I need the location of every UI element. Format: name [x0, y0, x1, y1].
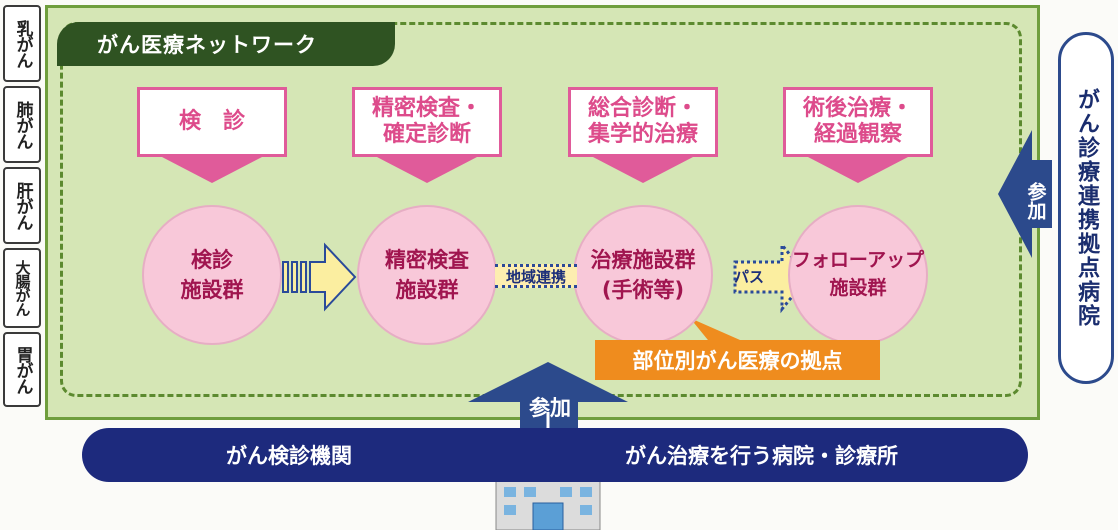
cancer-tab-liver: 肝がん	[3, 167, 41, 244]
circle-screening-facilities: 検診 施設群	[142, 205, 282, 345]
side-hospital-label: がん診療連携拠点病院	[1058, 32, 1114, 384]
callout-label: 部位別がん医療の拠点	[595, 340, 880, 380]
join-arrow-left-icon	[998, 130, 1052, 258]
cancer-tab-stomach: 胃がん	[3, 332, 41, 407]
join-arrow-up-icon	[468, 362, 628, 430]
circle-followup-facilities: フォローアップ 施設群	[788, 205, 928, 345]
step-box-followup: 術後治療・ 経過観察	[783, 87, 933, 157]
cancer-tab-colorectal: 大腸がん	[3, 248, 41, 328]
block-arrow-icon	[282, 242, 357, 312]
bottom-join-label: 参加	[529, 396, 571, 420]
treating-hospital-label: がん治療を行う病院・診療所	[625, 444, 898, 468]
circle-treatment-facilities: 治療施設群 (手術等)	[573, 205, 713, 345]
pink-down-arrows	[162, 157, 908, 183]
step-box-treatment: 総合診断・ 集学的治療	[568, 87, 718, 157]
step-box-diagnosis: 精密検査・ 確定診断	[352, 87, 502, 157]
side-join-label: 参加	[1024, 182, 1047, 220]
screening-institution-label: がん検診機関	[226, 444, 352, 468]
path-label: パス	[733, 267, 764, 286]
callout-pointer-icon	[690, 318, 740, 345]
step-box-screening: 検 診	[137, 87, 287, 157]
circle-diagnosis-facilities: 精密検査 施設群	[357, 205, 497, 345]
bottom-bar	[82, 428, 1028, 482]
network-title: がん医療ネットワーク	[57, 22, 395, 66]
cancer-tab-lung: 肺がん	[3, 86, 41, 163]
regional-cooperation-label: 地域連携	[495, 264, 577, 288]
cancer-tab-breast: 乳がん	[3, 5, 41, 82]
